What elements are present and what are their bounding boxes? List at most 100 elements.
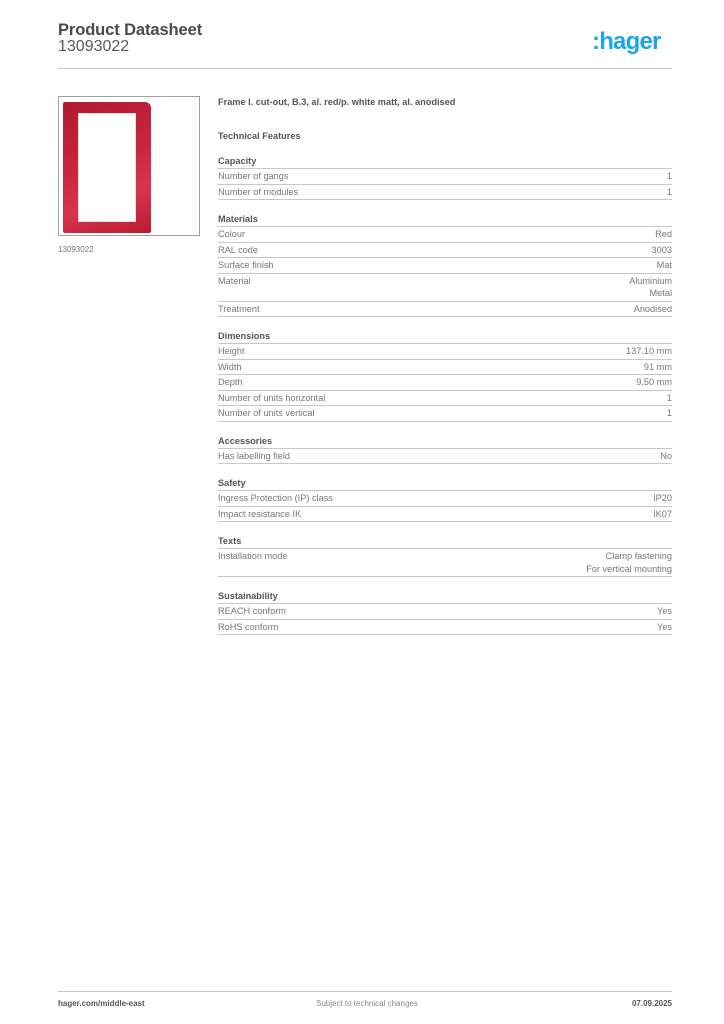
spec-value-line: 3003 <box>651 244 672 255</box>
footer-divider <box>58 991 672 992</box>
product-code: 13093022 <box>58 38 130 55</box>
section-title: Texts <box>218 535 672 549</box>
spec-value: 1 <box>667 170 672 183</box>
spec-row: Impact resistance IK IK07 <box>218 507 672 522</box>
spec-row: Depth 9.50 mm <box>218 375 672 391</box>
spec-value-line: No <box>660 450 672 461</box>
spec-row: RoHS conform Yes <box>218 620 672 635</box>
spec-label: Installation mode <box>218 551 288 561</box>
spec-value: Red <box>655 228 672 241</box>
spec-label: Number of modules <box>218 186 299 197</box>
spec-value-line: 9.50 mm <box>636 377 672 387</box>
section-title: Accessories <box>218 435 672 449</box>
spec-value-line: Yes <box>657 621 672 632</box>
section-title: Capacity <box>218 155 672 169</box>
technical-content: Frame l. cut-out, B.3, al. red/p. white … <box>218 96 672 635</box>
product-description: Frame l. cut-out, B.3, al. red/p. white … <box>218 97 456 107</box>
spec-value: Mat <box>657 259 672 272</box>
spec-value: 91 mm <box>644 361 672 374</box>
spec-row: Surface finish Mat <box>218 258 672 274</box>
hager-logo: :hager <box>592 28 661 55</box>
spec-row: REACH conform Yes <box>218 604 672 620</box>
spec-label: Material <box>218 275 251 286</box>
header-divider <box>58 68 672 69</box>
spec-label: Has labelling field <box>218 450 291 461</box>
spec-label: Ingress Protection (IP) class <box>218 493 333 503</box>
section-title: Safety <box>218 477 672 491</box>
spec-label: Number of units vertical <box>218 408 315 418</box>
footer-notice: Subject to technical changes <box>316 999 418 1008</box>
spec-value-line: 91 mm <box>643 361 672 372</box>
spec-value: 9.50 mm <box>636 376 672 389</box>
spec-label: Number of units horizontal <box>218 392 326 403</box>
product-image <box>58 96 200 236</box>
spec-label: Treatment <box>218 303 260 314</box>
image-caption: 13093022 <box>58 245 94 254</box>
spec-value-line: 1 <box>666 392 672 403</box>
spec-row: Ingress Protection (IP) class IP20 <box>218 491 672 507</box>
page-title: Product Datasheet <box>58 21 203 39</box>
spec-row: Has labelling field No <box>218 449 672 464</box>
section-title: Dimensions <box>218 330 672 344</box>
spec-value-line: Red <box>655 229 672 239</box>
spec-value-line: 1 <box>666 408 672 418</box>
spec-value: 1 <box>667 407 672 420</box>
section-title: Materials <box>218 213 672 227</box>
spec-value-line: Yes <box>657 606 672 616</box>
spec-label: Depth <box>218 377 243 387</box>
spec-value: IP20 <box>653 492 672 505</box>
spec-value: Yes <box>657 605 672 618</box>
frame-cutout <box>78 113 136 222</box>
spec-value-line: Metal <box>649 288 672 298</box>
spec-row: Height 137.10 mm <box>218 344 672 360</box>
spec-value-line: 1 <box>666 186 672 197</box>
spec-value-line: For vertical mounting <box>586 563 672 574</box>
technical-features-title: Technical Features <box>218 131 301 141</box>
spec-value-line: Clamp fastening <box>605 551 672 561</box>
spec-row: Number of units vertical 1 <box>218 406 672 422</box>
spec-label: Number of gangs <box>218 171 289 181</box>
spec-label: Colour <box>218 229 246 239</box>
spec-row: Number of gangs 1 <box>218 169 672 185</box>
spec-row: Colour Red <box>218 227 672 243</box>
spec-value: 137.10 mm <box>626 345 672 358</box>
spec-row: Treatment Anodised <box>218 302 672 317</box>
spec-label: Surface finish <box>218 260 274 270</box>
spec-label: RoHS conform <box>218 621 279 632</box>
spec-value-line: Anodised <box>633 303 672 314</box>
spec-value: 3003 <box>652 244 672 257</box>
spec-label: REACH conform <box>218 606 286 616</box>
spec-row: Width 91 mm <box>218 360 672 375</box>
spec-value-line: Mat <box>656 260 672 270</box>
spec-value-line: IP20 <box>653 493 672 503</box>
footer-website-link[interactable]: hager.com/middle-east <box>58 999 145 1008</box>
spec-label: Height <box>218 346 245 356</box>
spec-value-line: 137.10 mm <box>626 346 672 356</box>
spec-label: Width <box>218 361 242 372</box>
spec-label: Impact resistance IK <box>218 508 302 519</box>
spec-value-line: 1 <box>666 171 672 181</box>
spec-value: Yes <box>657 621 672 634</box>
spec-value: IK07 <box>653 508 672 521</box>
spec-row: Number of modules 1 <box>218 185 672 200</box>
footer-date: 07.09.2025 <box>631 999 672 1008</box>
spec-value: 1 <box>667 186 672 199</box>
spec-row: Number of units horizontal 1 <box>218 391 672 406</box>
spec-value-line: Aluminium <box>629 275 672 286</box>
spec-value: No <box>660 450 672 463</box>
spec-value: Anodised <box>634 303 672 316</box>
spec-value-line: IK07 <box>653 508 672 519</box>
